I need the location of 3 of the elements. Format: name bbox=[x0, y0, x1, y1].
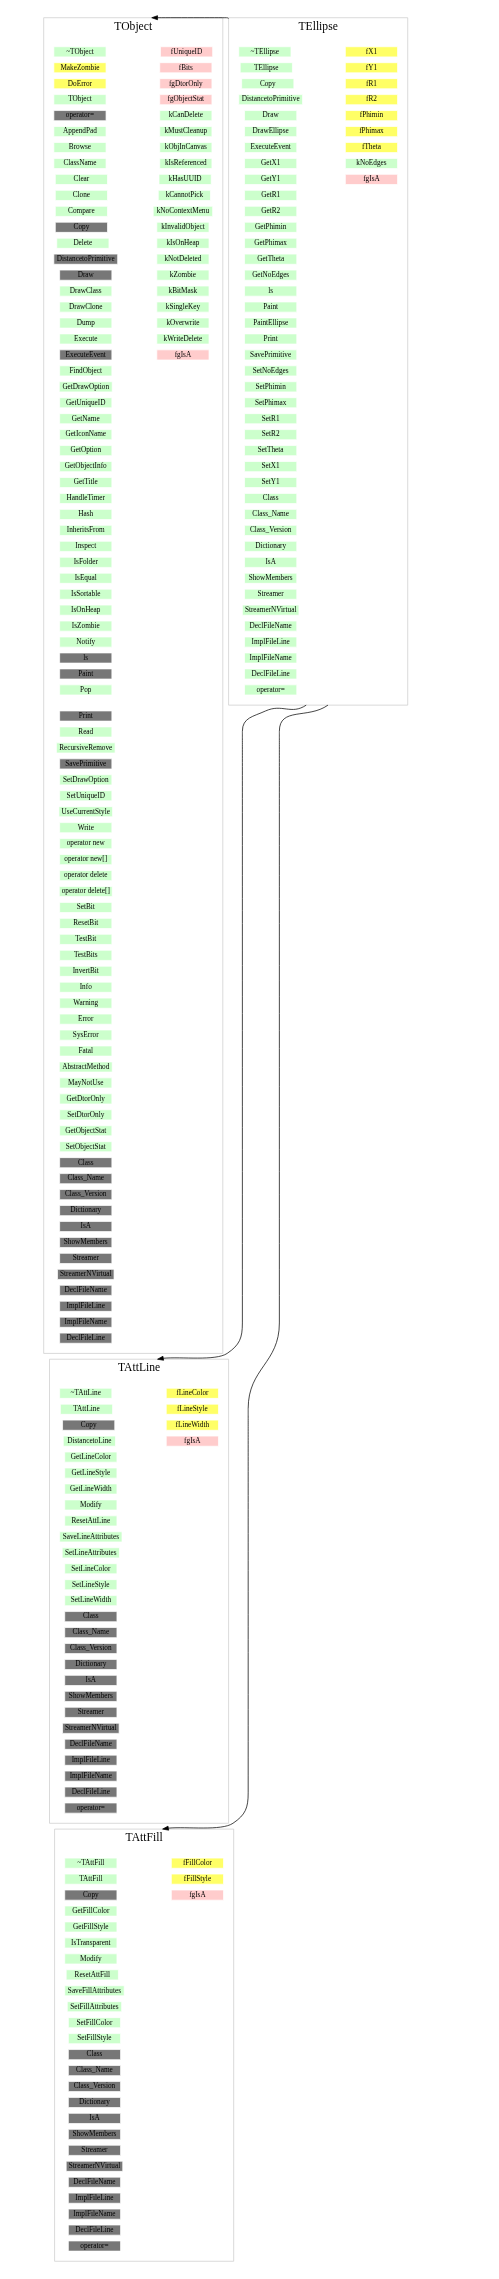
arrow bbox=[161, 704, 328, 1831]
arrow bbox=[150, 15, 229, 21]
arrow bbox=[156, 704, 307, 1361]
